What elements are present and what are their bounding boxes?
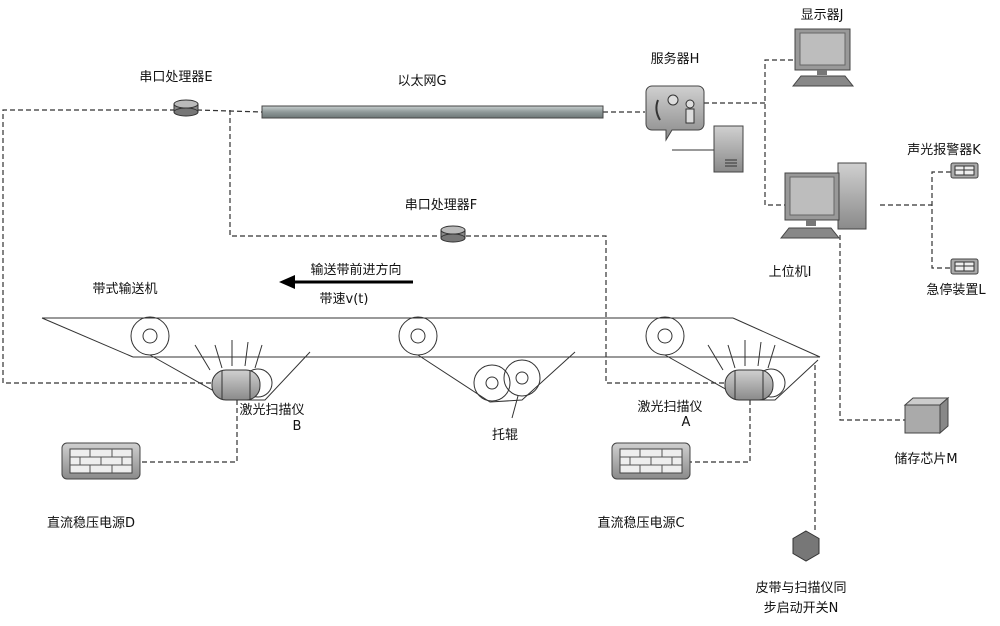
storage-m-label: 储存芯片M — [894, 448, 957, 467]
scanner-a-name: 激光扫描仪 — [637, 396, 702, 415]
ethernet-bar — [262, 106, 603, 118]
power-supply-c-icon — [612, 443, 690, 479]
emergency-stop-icon — [951, 259, 978, 274]
server-h-label: 服务器H — [651, 48, 700, 67]
belt-conveyor — [42, 317, 820, 418]
power-d-label: 直流稳压电源D — [47, 512, 135, 531]
idler-roller — [474, 360, 540, 418]
sync-start-switch-icon[interactable] — [793, 531, 819, 561]
direction-label: 输送带前进方向 — [310, 259, 401, 278]
power-supply-d-icon — [62, 443, 140, 479]
idler-label: 托辊 — [492, 424, 518, 443]
conveyor-label: 带式输送机 — [92, 278, 157, 297]
power-c-label: 直流稳压电源C — [597, 512, 684, 531]
serial-processor-e-label: 串口处理器E — [139, 66, 212, 85]
scanner-b-id: B — [293, 419, 302, 434]
switch-n-label-line1: 皮带与扫描仪同 — [755, 577, 846, 596]
scanner-a-id: A — [682, 415, 691, 430]
laser-scanner-b-icon — [195, 340, 272, 400]
display-j-label: 显示器J — [801, 4, 844, 23]
alarm-k-label: 声光报警器K — [907, 139, 981, 158]
storage-chip-icon — [905, 398, 948, 433]
switch-n-label-line2: 步启动开关N — [764, 597, 839, 616]
monitor-icon — [793, 29, 853, 86]
scanner-b-name: 激光扫描仪 — [239, 399, 304, 418]
serial-processor-f-icon — [441, 226, 465, 242]
computer-icon — [781, 163, 866, 238]
server-icon — [646, 86, 743, 172]
serial-processor-f-label: 串口处理器F — [405, 194, 477, 213]
estop-l-label: 急停装置L — [926, 279, 985, 298]
serial-processor-e-icon — [174, 100, 198, 116]
alarm-device-icon — [951, 163, 978, 178]
speed-label: 带速v(t) — [320, 288, 369, 307]
ethernet-g-label: 以太网G — [397, 70, 446, 89]
laser-scanner-a-icon — [708, 340, 785, 400]
host-i-label: 上位机I — [769, 261, 812, 280]
